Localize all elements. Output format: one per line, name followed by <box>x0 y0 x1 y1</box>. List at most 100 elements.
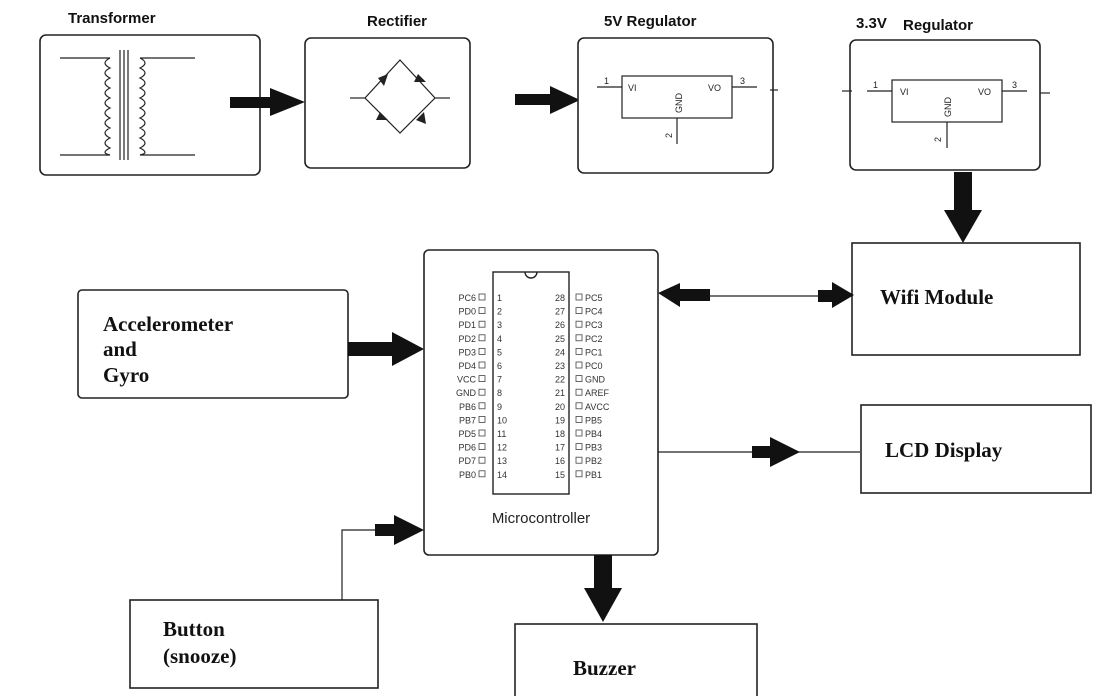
ic-pin-name-2: PD0 <box>458 307 476 317</box>
ic-pin-num-8: 8 <box>497 388 502 398</box>
lcd-display-block: LCD Display <box>860 404 1092 494</box>
buzzer-block: Buzzer <box>514 623 758 696</box>
ic-pin-pad-4 <box>478 334 486 342</box>
ic-pin-pad-7 <box>478 375 486 383</box>
ic-pin-name-26: PC3 <box>585 320 603 330</box>
rectifier-block <box>304 37 471 169</box>
microcontroller-label: Microcontroller <box>492 510 590 527</box>
ic-pin-pad-19 <box>575 415 583 423</box>
transformer-block <box>39 34 261 176</box>
accelerometer-label-line2: and <box>103 337 137 361</box>
ic-pin-pad-12 <box>478 443 486 451</box>
arrow-micro-buzzer <box>584 555 622 622</box>
ic-pin-num-13: 13 <box>497 456 507 466</box>
ic-pin-name-4: PD2 <box>458 334 476 344</box>
regulator-3v3-label-b: Regulator <box>903 17 973 34</box>
arrow-transformer-rectifier <box>230 88 305 116</box>
ic-pin-num-20: 20 <box>555 402 565 412</box>
reg33-vo-label: VO <box>978 87 991 97</box>
ic-pin-num-21: 21 <box>555 388 565 398</box>
ic-pin-num-6: 6 <box>497 361 502 371</box>
ic-pin-name-25: PC2 <box>585 334 603 344</box>
ic-pin-num-14: 14 <box>497 470 507 480</box>
ic-pin-name-20: AVCC <box>585 402 610 412</box>
reg33-vi-label: VI <box>900 87 909 97</box>
ic-pin-name-22: GND <box>585 375 606 385</box>
ic-pin-num-16: 16 <box>555 456 565 466</box>
ic-pin-name-16: PB2 <box>585 456 602 466</box>
ic-pin-pad-3 <box>478 320 486 328</box>
ic-pin-pad-13 <box>478 456 486 464</box>
regulator-3v3-label-a: 3.3V <box>856 15 887 32</box>
regulator-5v-block: 1 VI VO 3 GND 2 <box>577 37 778 174</box>
reg5-vo-label: VO <box>708 83 721 93</box>
lcd-display-label: LCD Display <box>885 438 1003 462</box>
ic-pin-pad-28 <box>575 293 583 301</box>
ic-pin-name-21: AREF <box>585 388 610 398</box>
reg33-pin3-label: 3 <box>1012 80 1017 90</box>
ic-pin-num-18: 18 <box>555 429 565 439</box>
button-label-line2: (snooze) <box>163 644 236 668</box>
regulator-3v3-block: 1 VI VO 3 GND 2 <box>842 39 1050 171</box>
ic-pin-name-17: PB3 <box>585 443 602 453</box>
transformer-label: Transformer <box>68 10 156 27</box>
ic-pin-name-19: PB5 <box>585 415 602 425</box>
ic-pin-num-1: 1 <box>497 293 502 303</box>
reg5-pin3-label: 3 <box>740 76 745 86</box>
accelerometer-label-line1: Accelerometer <box>103 312 233 336</box>
ic-pin-num-9: 9 <box>497 402 502 412</box>
ic-pin-name-12: PD6 <box>458 443 476 453</box>
arrow-micro-wifi-bidirectional <box>658 282 854 308</box>
ic-pin-name-18: PB4 <box>585 429 602 439</box>
ic-pin-pad-27 <box>575 307 583 315</box>
ic-pin-num-11: 11 <box>497 429 506 439</box>
transformer-symbol <box>60 50 195 160</box>
ic-pin-num-24: 24 <box>555 347 565 357</box>
ic-pin-name-15: PB1 <box>585 470 602 480</box>
reg33-pin1-label: 1 <box>873 80 878 90</box>
ic-pin-pad-6 <box>478 361 486 369</box>
ic-pin-num-5: 5 <box>497 347 502 357</box>
ic-pin-pad-8 <box>478 388 486 396</box>
ic-package <box>492 271 570 495</box>
ic-pin-num-26: 26 <box>555 320 565 330</box>
ic-pin-pad-20 <box>575 402 583 410</box>
ic-pin-pad-14 <box>478 470 486 478</box>
arrow-rectifier-regulator5 <box>515 86 580 114</box>
ic-pin-pad-9 <box>478 402 486 410</box>
bridge-rectifier-symbol <box>350 59 450 134</box>
reg33-pin2-label: 2 <box>933 137 943 142</box>
ic-pin-name-7: VCC <box>457 375 477 385</box>
ic-pin-name-6: PD4 <box>458 361 476 371</box>
ic-pin-name-24: PC1 <box>585 347 603 357</box>
ic-pin-num-23: 23 <box>555 361 565 371</box>
ic-pin-pad-22 <box>575 375 583 383</box>
ic-pin-pad-2 <box>478 307 486 315</box>
ic-pin-pad-5 <box>478 347 486 355</box>
ic-pin-num-7: 7 <box>497 375 502 385</box>
ic-pin-num-2: 2 <box>497 307 502 317</box>
arrow-button-micro <box>341 515 424 600</box>
ic-pin-num-25: 25 <box>555 334 565 344</box>
ic-pin-num-15: 15 <box>555 470 565 480</box>
button-snooze-block: Button (snooze) <box>129 599 379 689</box>
ic-pin-name-13: PD7 <box>458 456 476 466</box>
accelerometer-label-line3: Gyro <box>103 363 149 387</box>
regulator-5v-label: 5V Regulator <box>604 13 697 30</box>
ic-pin-name-27: PC4 <box>585 307 603 317</box>
ic-pin-pad-24 <box>575 347 583 355</box>
ic-pin-num-4: 4 <box>497 334 502 344</box>
ic-pin-pad-18 <box>575 429 583 437</box>
reg5-pin1-label: 1 <box>604 76 609 86</box>
ic-pin-name-28: PC5 <box>585 293 603 303</box>
accelerometer-gyro-block: Accelerometer and Gyro <box>77 289 349 399</box>
wifi-module-label: Wifi Module <box>880 285 993 309</box>
reg5-gnd-label: GND <box>674 93 684 114</box>
arrow-micro-lcd <box>658 437 860 467</box>
ic-pin-name-23: PC0 <box>585 361 603 371</box>
arrow-accelerometer-micro <box>348 332 424 366</box>
buzzer-label: Buzzer <box>573 656 636 680</box>
ic-pin-pad-17 <box>575 443 583 451</box>
ic-pin-num-19: 19 <box>555 415 565 425</box>
